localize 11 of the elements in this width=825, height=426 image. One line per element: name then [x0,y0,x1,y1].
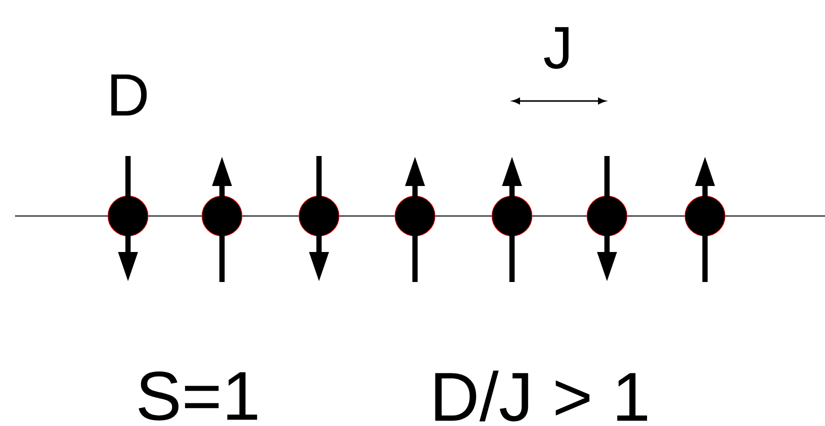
label-text: D/J > 1 [435,370,648,422]
site-circle [394,196,436,236]
site-circle [298,196,340,236]
site-circle [108,196,148,236]
label-text: S=1 [138,372,258,420]
label-text: J [544,27,569,69]
site-circle [202,196,242,236]
label-text: D [111,74,147,116]
site-circle [586,196,628,236]
site-circle [492,196,532,236]
site-circle [684,196,726,236]
